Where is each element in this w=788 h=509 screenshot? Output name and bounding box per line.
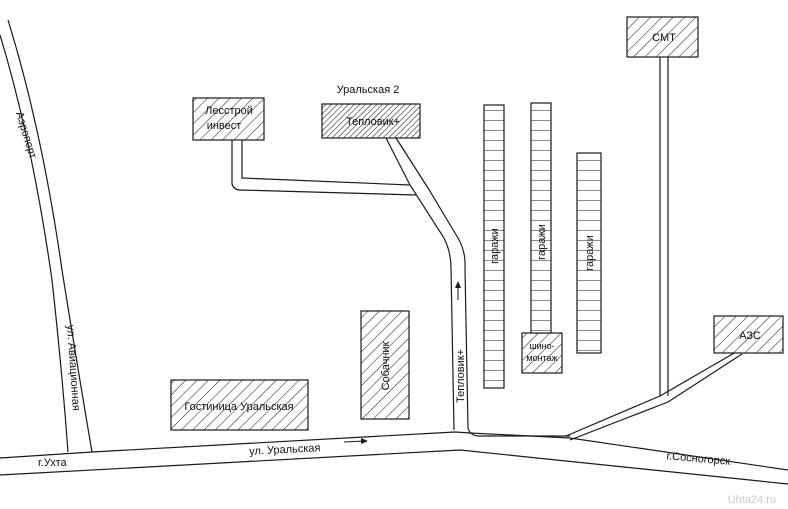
garages-label-3: гаражи [584,235,596,271]
azs-road-lower-edge [569,353,743,441]
garages-block-1 [483,104,505,389]
aviatsionnaya-road-label: ул. Авиационная [64,324,82,411]
garages-label-2: гаражи [536,224,548,260]
hotel-uralskaya-building [170,379,309,431]
tire-service-label-line1: шино- [529,341,554,351]
aviatsionnaya-road-right-edge [7,19,93,453]
hotel-uralskaya-label: Гостиница Уральская [184,401,293,413]
aviatsionnaya-road-left-edge [0,34,69,453]
teplovik-building [321,103,421,139]
uralskaya-road-south-edge [0,449,788,485]
ukhta-direction-label: г.Ухта [38,457,68,469]
uralskaya-road-north-edge [0,431,788,471]
teplovik-road-right-edge [395,137,570,437]
uralskaya-2-label: Уральская 2 [337,84,400,96]
teplovik-road-left-edge [385,137,455,431]
azs-label: АЗС [739,330,761,342]
sosnogorsk-direction-label: г.Сосногорск [666,450,731,468]
uralskaya-street-label: ул. Уральская [249,442,321,458]
lesstroy-spur-road-top-edge [241,140,411,186]
east-arrow-on-uralskaya-road [343,438,368,444]
sobachnik-label: Собачник [380,341,392,390]
north-arrow-on-teplovik-road [455,281,461,300]
garages-block-3 [576,152,602,354]
lesstroy-invest-building [192,97,265,141]
teplovik-road-label: Тепловик+ [455,349,467,403]
garages-block-2 [530,102,552,334]
smt-label: СМТ [652,32,676,44]
azs-road-upper-edge [565,351,737,437]
azs-building [713,315,784,354]
tire-service-label-line2: монтаж [526,353,557,363]
lesstroy-label-line1: Лесстрой [205,105,253,117]
sobachnik-building [360,310,410,420]
watermark: Uhta24.ru [728,494,776,506]
lesstroy-label-line2: инвест [207,120,242,132]
aeroport-road-label: Аэропорт [13,110,39,160]
lesstroy-spur-road-bottom-edge [231,140,417,196]
garages-label-1: гаражи [489,228,501,264]
teplovik-building-label: Тепловик+ [346,116,400,128]
smt-building [626,16,699,58]
